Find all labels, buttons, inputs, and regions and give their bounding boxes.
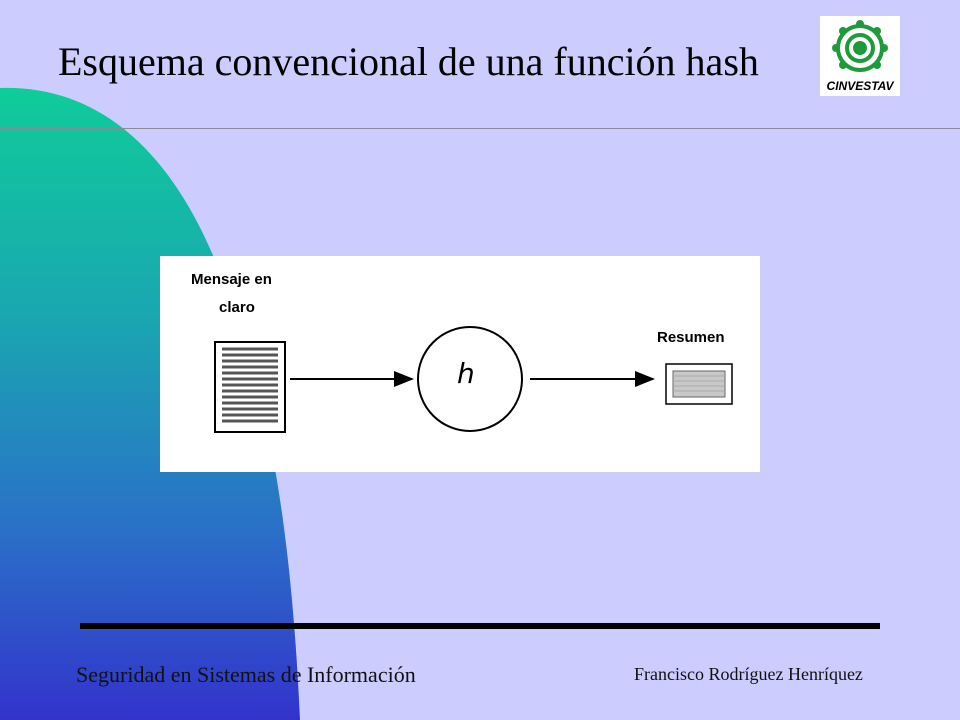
output-label: Resumen — [657, 329, 725, 346]
footer-author: Francisco Rodríguez Henríquez — [634, 664, 863, 684]
cinvestav-logo-icon: CINVESTAV — [820, 16, 900, 96]
slide-title: Esquema convencional de una función hash — [58, 39, 759, 84]
footer-course-title: Seguridad en Sistemas de Información — [76, 662, 416, 687]
logo-text: CINVESTAV — [827, 79, 895, 93]
input-label-line1: Mensaje en — [191, 271, 272, 288]
input-label-line2: claro — [219, 299, 255, 316]
title-divider — [0, 128, 960, 129]
hash-diagram: Mensaje en claro h Resumen — [160, 256, 760, 472]
digest-box-icon — [665, 363, 733, 405]
document-icon — [214, 341, 286, 433]
hash-function-symbol: h — [457, 357, 475, 390]
hash-function-circle — [417, 326, 523, 432]
footer-divider — [80, 623, 880, 629]
